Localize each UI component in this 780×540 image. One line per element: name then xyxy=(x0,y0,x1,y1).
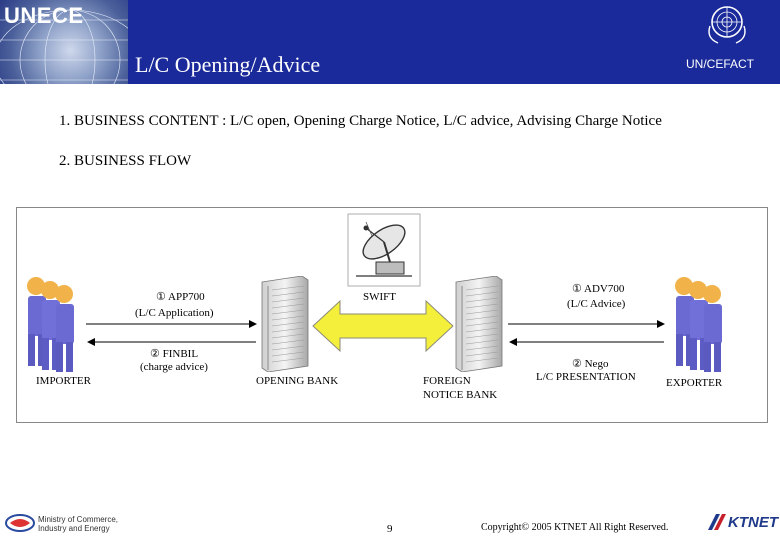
un-emblem-icon xyxy=(708,6,746,44)
ministry-label: Ministry of Commerce, Industry and Energ… xyxy=(38,515,118,533)
business-content: 1. BUSINESS CONTENT : L/C open, Opening … xyxy=(59,113,662,129)
opening-bank-server-icon xyxy=(261,276,309,372)
satellite-dish-icon xyxy=(347,213,421,287)
finbil-label: ② FINBIL xyxy=(150,348,199,360)
copyright-text: Copyright© 2005 KTNET All Right Reserved… xyxy=(481,522,669,533)
uncefact-label: UN/CEFACT xyxy=(686,57,755,71)
ministry-logo-icon xyxy=(5,514,35,532)
unece-brand: UNECE xyxy=(4,3,84,28)
ktnet-brand: KTNET xyxy=(728,514,778,531)
foreign-bank-label-1: FOREIGN xyxy=(423,375,471,387)
swift-double-arrow xyxy=(312,299,454,353)
ministry-line-1: Ministry of Commerce, xyxy=(38,515,119,524)
exporter-label: EXPORTER xyxy=(666,377,723,389)
ministry-line-2: Industry and Energy xyxy=(38,524,110,533)
exporter-people-icon xyxy=(675,277,722,372)
opening-bank-label: OPENING BANK xyxy=(256,375,339,387)
ktnet-logo-icon xyxy=(708,514,726,530)
nego-sublabel: L/C PRESENTATION xyxy=(536,371,636,383)
globe-image xyxy=(0,0,128,84)
app700-label: ① APP700 xyxy=(156,291,205,303)
page-title: L/C Opening/Advice xyxy=(135,52,321,77)
diagram-frame xyxy=(16,207,768,423)
nego-label: ② Nego xyxy=(572,358,609,370)
adv700-label: ① ADV700 xyxy=(572,283,625,295)
foreign-bank-label-2: NOTICE BANK xyxy=(423,389,498,401)
app700-sublabel: (L/C Application) xyxy=(135,307,214,319)
business-flow-heading: 2. BUSINESS FLOW xyxy=(59,153,192,169)
page-number: 9 xyxy=(387,523,393,535)
finbil-sublabel: (charge advice) xyxy=(140,361,208,373)
header-bar xyxy=(0,0,780,84)
importer-people-icon xyxy=(27,277,74,372)
foreign-bank-server-icon xyxy=(455,276,503,372)
importer-label: IMPORTER xyxy=(36,375,91,387)
swift-label: SWIFT xyxy=(363,291,396,303)
adv700-sublabel: (L/C Advice) xyxy=(567,298,626,310)
